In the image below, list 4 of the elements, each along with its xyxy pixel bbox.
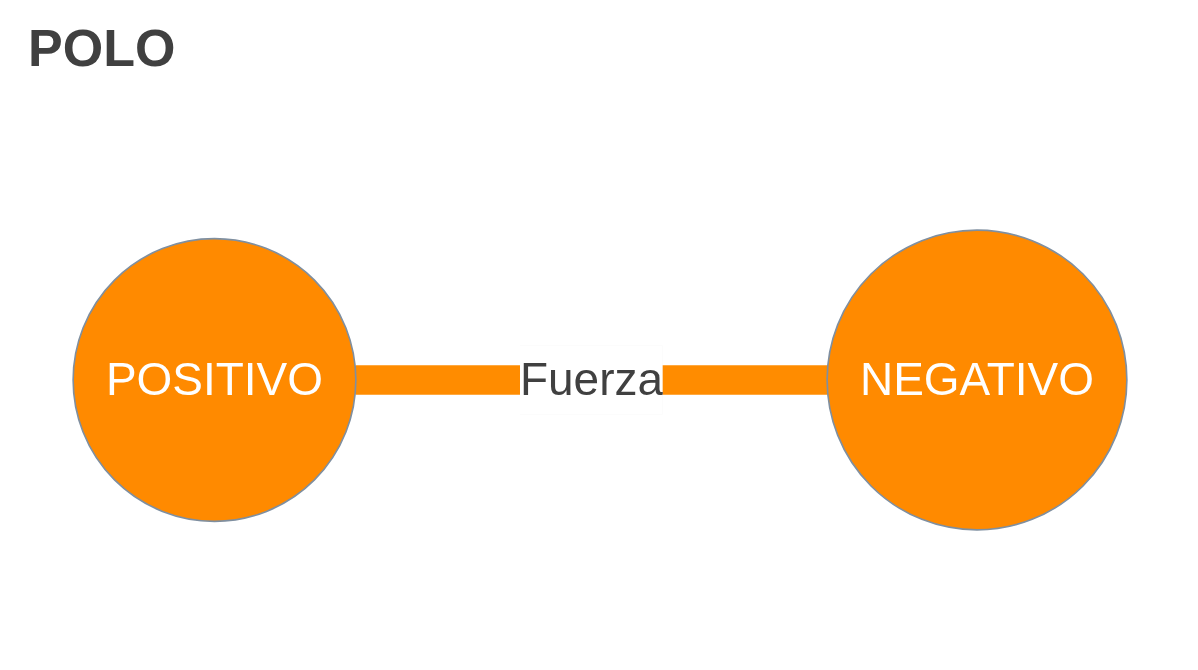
node-circle: NEGATIVO bbox=[826, 229, 1128, 531]
title: POLO bbox=[28, 18, 176, 78]
node-circle: POSITIVO bbox=[72, 237, 357, 523]
edge-label: Fuerza bbox=[519, 353, 664, 405]
